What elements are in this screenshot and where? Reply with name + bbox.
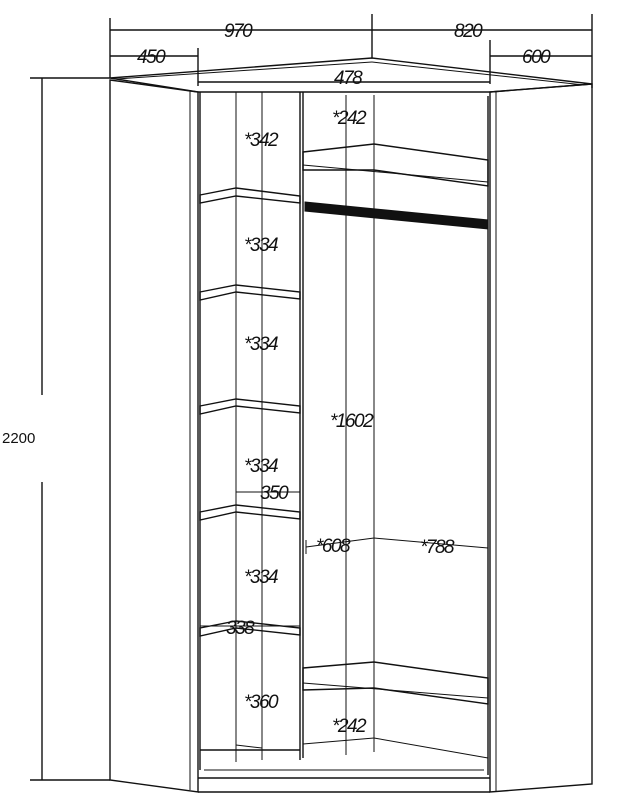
dim-bottom-compartment: *242 <box>332 716 367 737</box>
right-side-panel <box>489 83 593 793</box>
top-dimension-lines <box>109 14 593 88</box>
hanging-rod <box>304 201 489 230</box>
dim-shelf-gap-1: *342 <box>244 130 279 151</box>
inner-width-dimension-line <box>305 537 489 556</box>
dim-shelf-gap-4: *334 <box>244 456 278 477</box>
dim-shelf-depth: 350 <box>260 483 289 504</box>
left-shelving-unit <box>199 92 304 770</box>
shelf-depth-dimension-lines <box>200 482 301 627</box>
height-dimension-line <box>30 77 110 781</box>
dim-shelf-gap-5: *334 <box>244 567 278 588</box>
dim-right-depth: 600 <box>522 47 551 68</box>
dim-inner-width-right: *788 <box>420 537 455 558</box>
dim-top-left-width: 970 <box>224 21 253 42</box>
dim-left-depth: 450 <box>137 47 166 68</box>
dim-shelf-depth-lower: 338 <box>226 618 255 639</box>
hanging-compartment <box>302 95 489 775</box>
dim-shelf-gap-3: *334 <box>244 334 278 355</box>
left-side-panel <box>109 79 199 793</box>
bottom-plinth <box>198 769 490 793</box>
dim-shelf-gap-6: *360 <box>244 692 279 713</box>
dim-inner-width-left: *608 <box>316 536 351 557</box>
dim-top-compartment: *242 <box>332 108 367 129</box>
dim-top-right-width: 820 <box>454 21 483 42</box>
dim-total-height: 2200 <box>2 430 35 447</box>
dim-hanging-height: *1602 <box>330 411 374 432</box>
dim-inner-top-width: 478 <box>334 68 363 89</box>
dim-shelf-gap-2: *334 <box>244 235 278 256</box>
